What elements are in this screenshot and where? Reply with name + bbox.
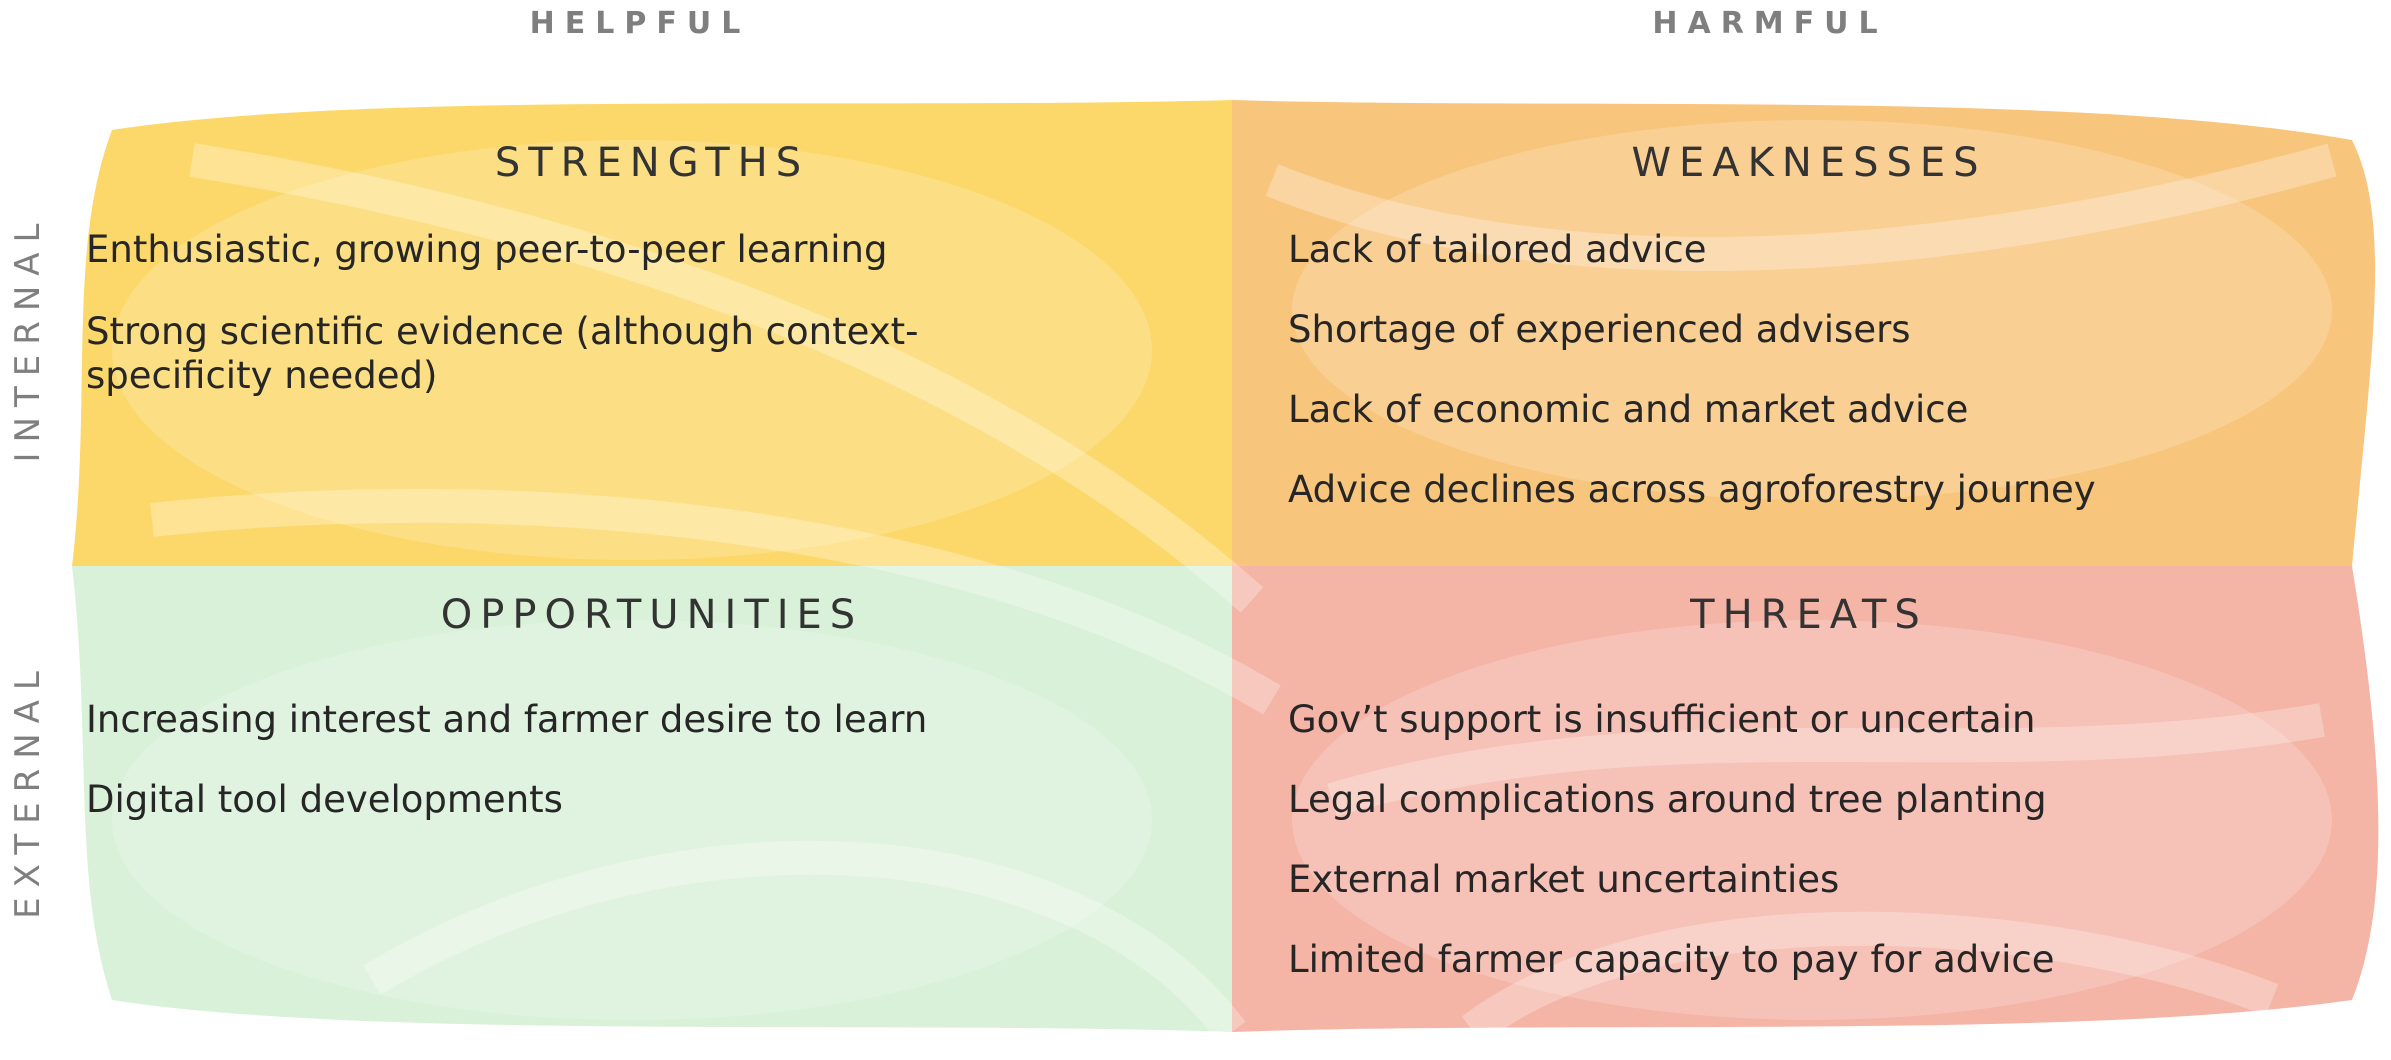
quadrant-title-strengths: STRENGTHS — [494, 140, 810, 186]
quadrant-title-weaknesses: WEAKNESSES — [1631, 140, 1987, 186]
column-label-helpful: HELPFUL — [529, 6, 751, 41]
quadrant-title-opportunities: OPPORTUNITIES — [440, 592, 864, 638]
quadrant-title-threats: THREATS — [1690, 592, 1928, 638]
quadrant-strengths: STRENGTHS Enthusiastic, growing peer-to-… — [72, 100, 1232, 566]
quadrant-weaknesses: WEAKNESSES Lack of tailored advice Short… — [1232, 100, 2386, 566]
list-item: Lack of economic and market advice — [1288, 388, 1969, 431]
list-item: Advice declines across agroforestry jour… — [1288, 468, 2096, 511]
list-item: Strong scientific evidence (although con… — [86, 310, 919, 397]
quadrant-bg-opportunities — [72, 566, 1232, 1032]
swot-leaf-background — [72, 100, 2379, 1032]
quadrant-bg-threats — [1232, 566, 2379, 1032]
quadrant-opportunities: OPPORTUNITIES Increasing interest and fa… — [72, 566, 1232, 1032]
list-item: Lack of tailored advice — [1288, 228, 1707, 271]
list-item: Legal complications around tree planting — [1288, 778, 2047, 821]
list-item: Digital tool developments — [86, 778, 563, 821]
swot-matrix: STRENGTHS Enthusiastic, growing peer-to-… — [72, 100, 2386, 1032]
quadrant-bg-strengths — [72, 100, 1232, 566]
row-label-internal: INTERNAL — [8, 213, 48, 463]
row-label-external: EXTERNAL — [8, 661, 48, 919]
list-item: Increasing interest and farmer desire to… — [86, 698, 928, 741]
list-item: Gov’t support is insufficient or uncerta… — [1288, 698, 2036, 741]
column-label-harmful: HARMFUL — [1652, 6, 1888, 41]
list-item: Limited farmer capacity to pay for advic… — [1288, 938, 2055, 981]
quadrant-threats: THREATS Gov’t support is insufficient or… — [1232, 566, 2386, 1032]
quadrant-list-weaknesses: Lack of tailored advice Shortage of expe… — [1288, 228, 2386, 512]
list-item: Enthusiastic, growing peer-to-peer learn… — [86, 228, 888, 271]
list-item: External market uncertainties — [1288, 858, 1840, 901]
quadrant-bg-weaknesses — [1232, 100, 2379, 566]
quadrant-list-opportunities: Increasing interest and farmer desire to… — [86, 698, 1232, 822]
quadrant-list-threats: Gov’t support is insufficient or uncerta… — [1288, 698, 2386, 982]
list-item: Shortage of experienced advisers — [1288, 308, 1911, 351]
quadrant-list-strengths: Enthusiastic, growing peer-to-peer learn… — [86, 228, 1232, 398]
